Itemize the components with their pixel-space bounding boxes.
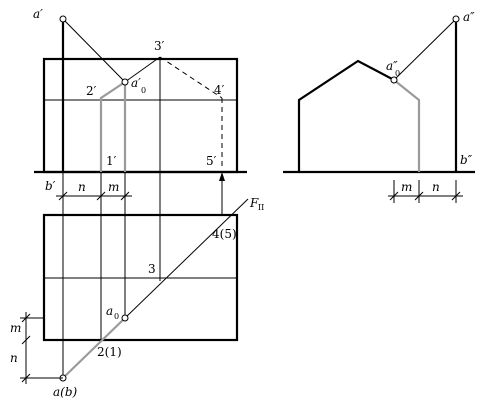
label-n-left: n: [78, 180, 86, 194]
label-5-prime: 5′: [206, 154, 217, 168]
front-view-line-a-a0: [62, 18, 126, 83]
label-1-prime: 1′: [106, 154, 117, 168]
label-b-prime: b′: [45, 179, 56, 193]
point-a-prime: [59, 15, 67, 23]
point-a0-dprime: [390, 76, 398, 84]
side-view-line-a0-a: [393, 18, 457, 81]
label-3: 3: [148, 262, 156, 276]
label-a0-sub: 0: [114, 312, 119, 321]
cutting-plane-trace-F: [124, 198, 249, 319]
label-2-1: 2(1): [97, 345, 122, 359]
arrow-up-icon: [219, 172, 225, 181]
side-view: [283, 15, 475, 174]
label-3-prime: 3′: [154, 39, 165, 53]
point-a0: [121, 314, 129, 322]
label-F-sub: II: [258, 203, 264, 212]
label-a0-dprime-sub: 0: [395, 69, 400, 78]
label-2-prime: 2′: [86, 84, 97, 98]
label-n-right: n: [432, 180, 440, 194]
label-a0-dprime: a″: [386, 59, 398, 73]
point-a0-prime: [121, 78, 129, 86]
label-a0-prime-sub: 0: [141, 86, 146, 95]
label-4-5: 4(5): [212, 227, 237, 241]
label-n-vertical: n: [10, 351, 18, 365]
tick: [21, 335, 31, 345]
label-F: F: [249, 196, 259, 210]
top-view-gray-a-a0: [62, 317, 126, 379]
tick: [58, 191, 68, 201]
label-a-prime: a′: [33, 7, 43, 21]
label-a0: a: [106, 304, 113, 318]
point-a-dprime: [452, 15, 460, 23]
tick: [120, 191, 130, 201]
label-a-dprime: a″: [463, 10, 475, 24]
label-a0-prime: a′: [131, 76, 141, 90]
front-view: [34, 15, 247, 281]
side-view-profile-outline: [297, 59, 395, 172]
label-b-dprime: b″: [460, 153, 473, 167]
label-a-b: a(b): [53, 385, 78, 399]
labels: a′ 3′ 2′ a′ 0 4′ 1′ 5′ b′ n m F II 4(5) …: [10, 7, 475, 399]
front-view-line-a0-3: [124, 56, 161, 83]
tick: [96, 191, 106, 201]
label-m-right: m: [401, 180, 412, 194]
front-view-gray-section: [99, 79, 127, 172]
label-m-vertical: m: [10, 321, 21, 335]
label-m-left: m: [108, 180, 119, 194]
side-view-gray-edge: [393, 79, 421, 172]
dimensions: [20, 180, 463, 384]
label-4-prime: 4′: [214, 83, 225, 97]
top-view: [42, 172, 249, 382]
front-view-hidden-3-4: [159, 56, 223, 99]
